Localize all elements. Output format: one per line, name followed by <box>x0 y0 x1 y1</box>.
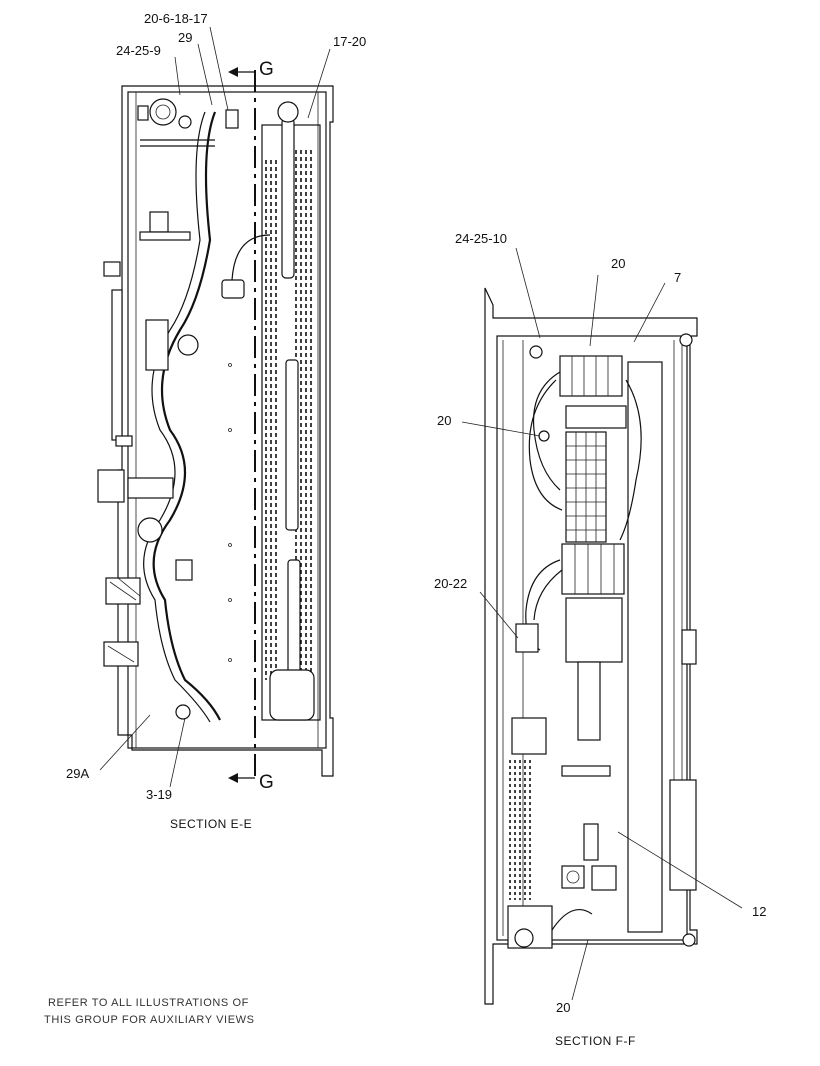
section-f-leaders <box>461 247 743 1001</box>
callout-29a: 29A <box>66 766 89 781</box>
section-f-drawing <box>484 287 698 1005</box>
callout-29: 29 <box>178 30 192 45</box>
section-e-caption: SECTION E-E <box>170 817 252 831</box>
callout-12: 12 <box>752 904 766 919</box>
auxiliary-views-note-line1: REFER TO ALL ILLUSTRATIONS OF <box>48 997 249 1009</box>
callout-17-20: 17-20 <box>333 34 366 49</box>
callout-24-25-9: 24-25-9 <box>116 43 161 58</box>
heat-sink-fins <box>265 150 312 700</box>
callout-20-left: 20 <box>437 413 451 428</box>
callout-20-6-18-17: 20-6-18-17 <box>144 11 208 26</box>
transformer-windings <box>509 760 531 900</box>
callout-20-22: 20-22 <box>434 576 467 591</box>
callout-20-bottom: 20 <box>556 1000 570 1015</box>
section-e-drawing <box>97 67 334 783</box>
terminal-strip <box>565 431 607 543</box>
callout-20-top: 20 <box>611 256 625 271</box>
cut-label-g-top: G <box>259 59 274 80</box>
callout-3-19: 3-19 <box>146 787 172 802</box>
callout-24-25-10: 24-25-10 <box>455 231 507 246</box>
auxiliary-views-note-line2: THIS GROUP FOR AUXILIARY VIEWS <box>44 1014 255 1026</box>
section-f-caption: SECTION F-F <box>555 1034 636 1048</box>
cut-label-g-bottom: G <box>259 772 274 793</box>
section-e-leaders <box>99 26 331 788</box>
callout-7: 7 <box>674 270 681 285</box>
